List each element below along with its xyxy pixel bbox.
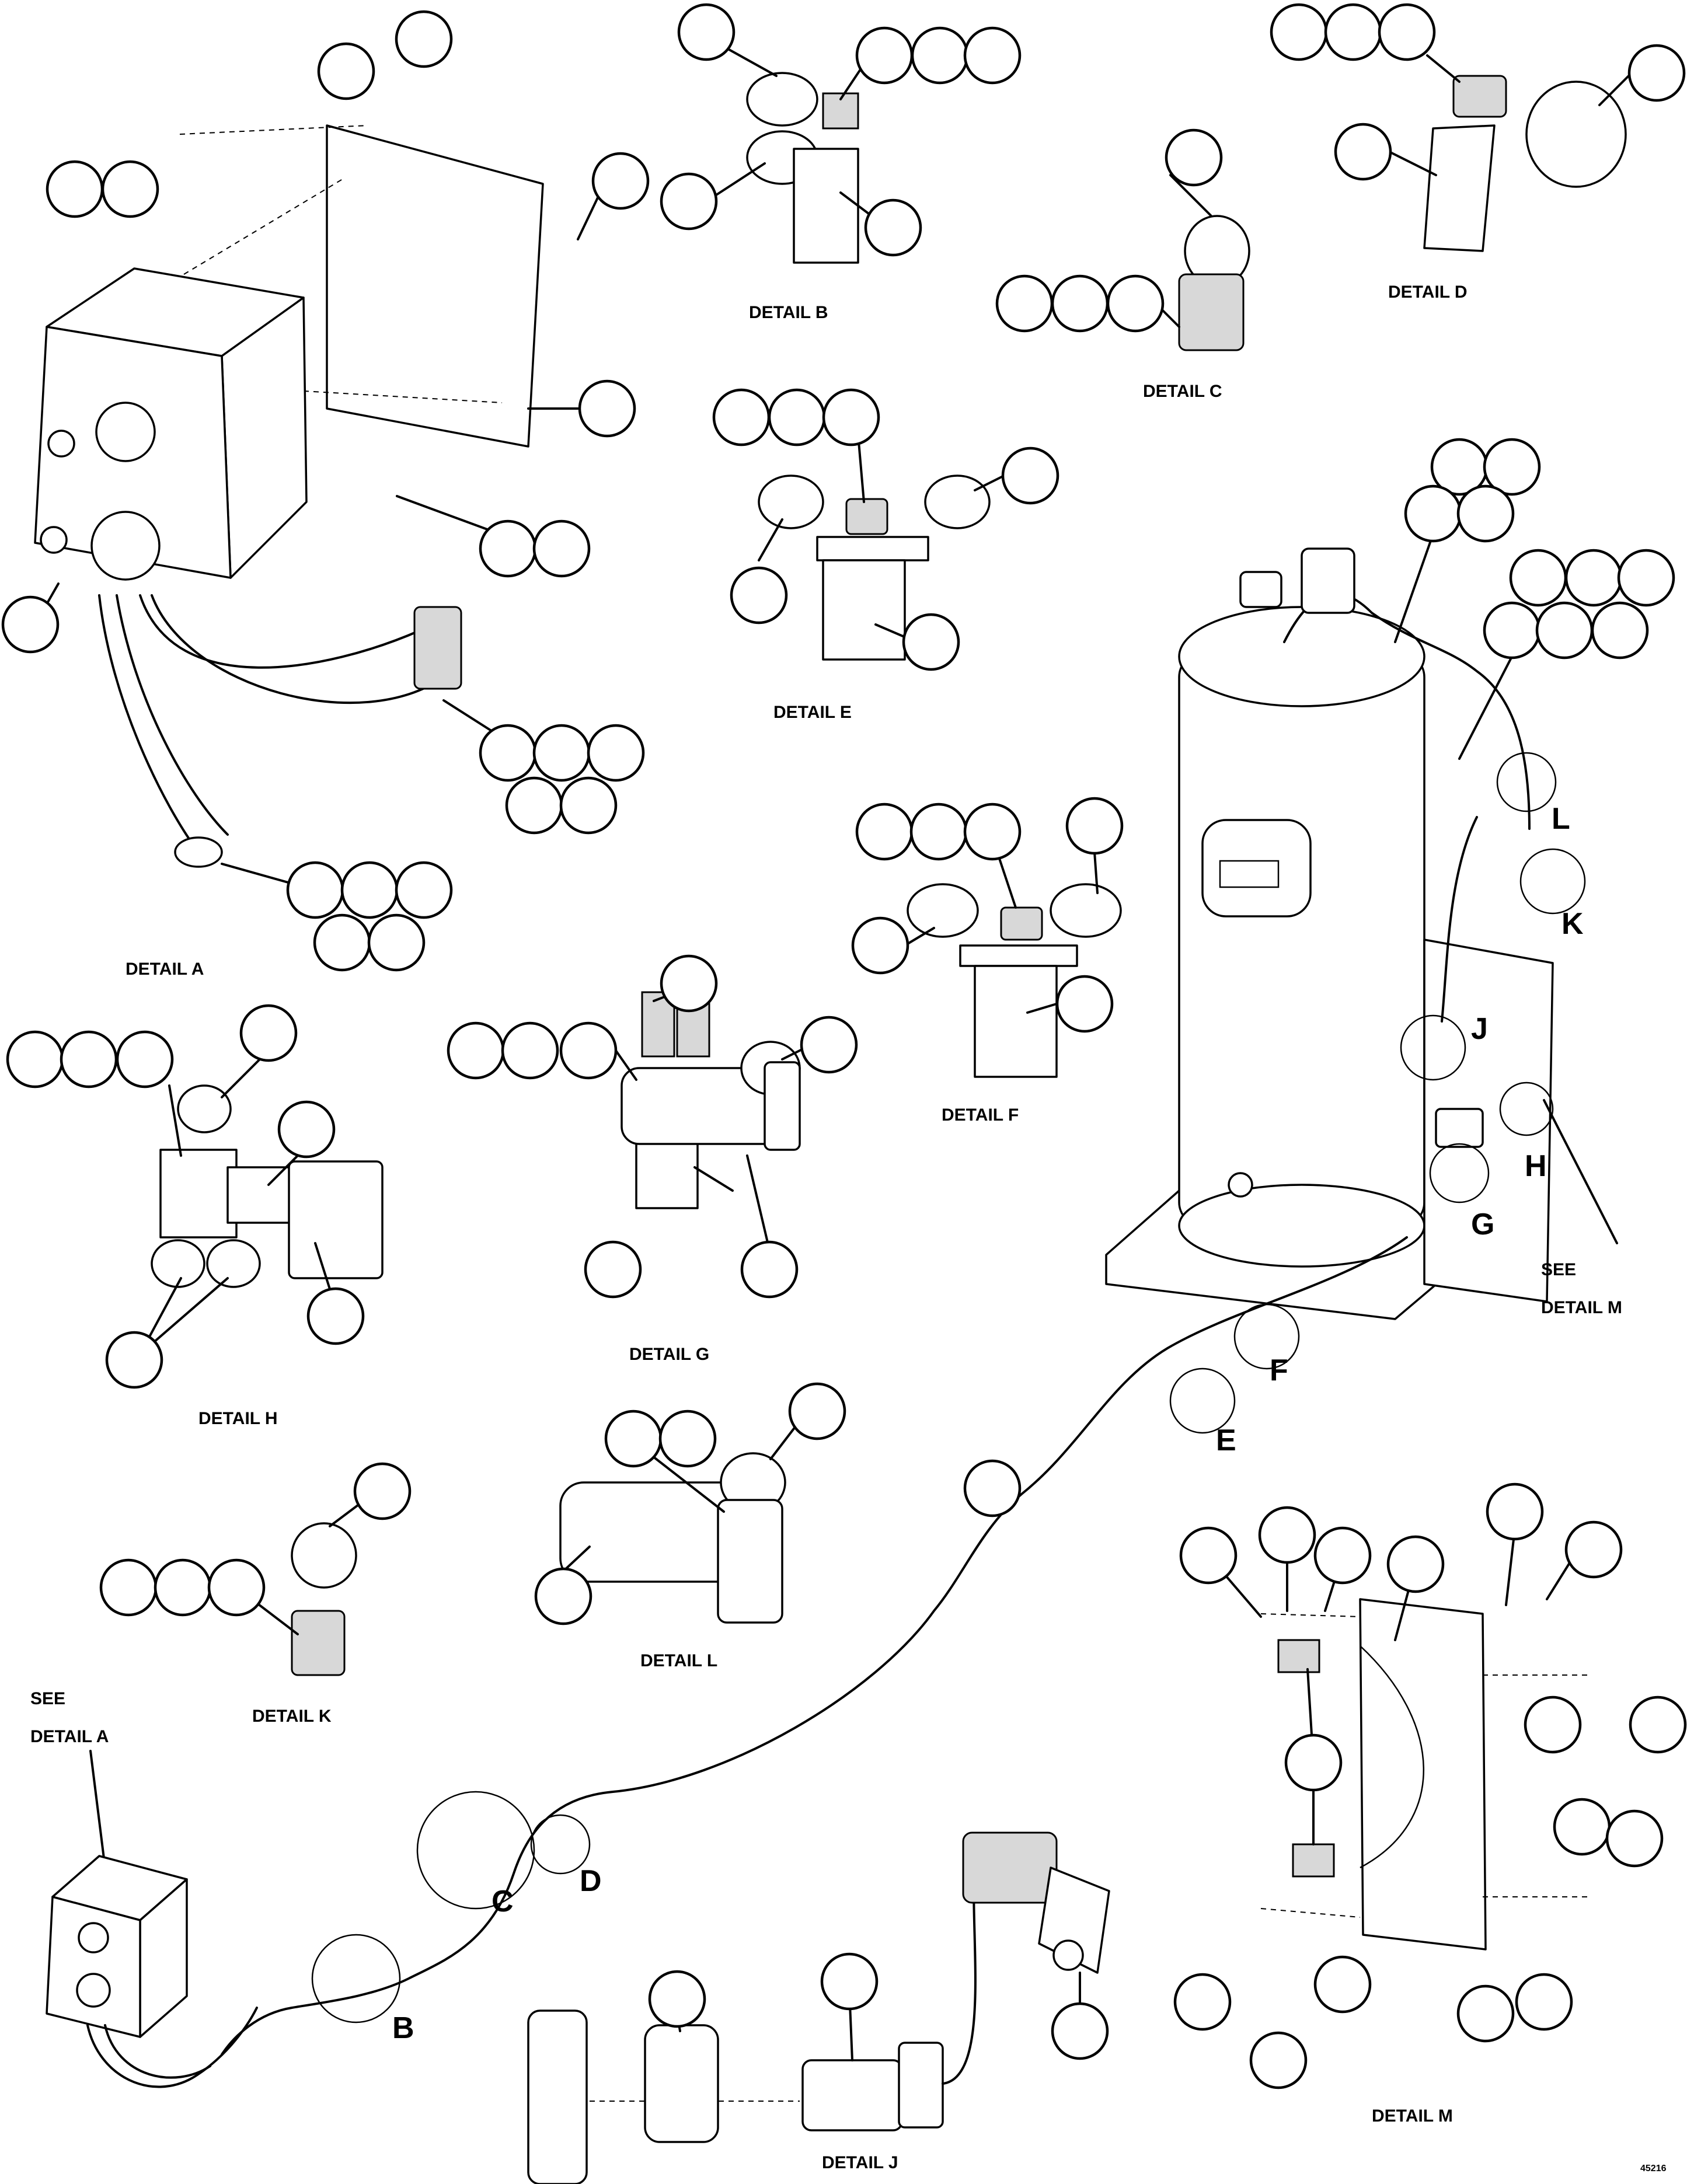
detail-c-caption: DETAIL C [1143,382,1222,401]
detail-k-clamp [235,1490,378,1676]
detail-f-caption: DETAIL F [942,1105,1019,1125]
see-detail-a-line2: DETAIL A [30,1727,109,1746]
detail-l-callouts [534,1382,846,1625]
callout-letter-h: H [1525,1149,1547,1183]
detail-e-caption: DETAIL E [773,703,852,722]
detail-d-callouts [1270,3,1686,181]
detail-b-clamp [705,46,888,264]
detail-b-callouts [660,3,1022,257]
detail-f-callouts [851,797,1124,1033]
callout-letter-f: F [1270,1353,1288,1387]
detail-d-caption: DETAIL D [1388,282,1468,302]
see-detail-m-line1: SEE [1541,1260,1576,1279]
callout-letter-c: C [492,1885,514,1918]
detail-a-control-box [34,124,608,891]
detail-g-callouts [447,954,858,1299]
callout-letter-l: L [1552,802,1570,836]
detail-m-callouts [1173,1482,1687,2089]
detail-h-fitting [139,1049,384,1355]
callout-letter-d: D [580,1864,602,1898]
control-box-overview [46,1750,258,2088]
detail-j-sensor [527,1831,1110,2184]
detail-e-callouts [712,388,1059,671]
detail-a-callouts [1,10,650,972]
callout-letter-e: E [1216,1424,1236,1457]
callout-letter-k: K [1561,907,1584,941]
detail-g-caption: DETAIL G [629,1345,709,1364]
section-callout-rings [311,752,1586,2023]
detail-g-fitting [615,985,813,1256]
callout-letter-b: B [392,2011,414,2045]
detail-d-clamp [1388,54,1630,252]
see-detail-m-line2: DETAIL M [1541,1298,1622,1317]
detail-c-clamp [1155,174,1250,351]
detail-j-caption: DETAIL J [822,2153,898,2172]
detail-f-clamp [904,851,1122,1078]
figure-number: 45216 [1640,2164,1667,2173]
detail-m-caption: DETAIL M [1372,2106,1453,2126]
detail-k-callouts [99,1462,412,1617]
detail-l-clamp [545,1408,810,1624]
tank-assembly [221,533,1618,2056]
detail-h-callouts [6,1004,365,1389]
detail-j-callouts [648,1952,1109,2060]
see-detail-a-line1: SEE [30,1689,65,1708]
detail-l-caption: DETAIL L [640,1651,717,1670]
detail-b-caption: DETAIL B [749,303,828,322]
tank-callouts [963,438,1675,1517]
detail-c-callouts [995,128,1223,333]
callout-letter-g: G [1471,1208,1494,1241]
detail-e-clamp [758,434,1005,661]
detail-h-caption: DETAIL H [198,1409,278,1428]
callout-letter-j: J [1471,1012,1488,1046]
detail-k-caption: DETAIL K [252,1707,332,1726]
detail-a-caption: DETAIL A [126,960,204,979]
